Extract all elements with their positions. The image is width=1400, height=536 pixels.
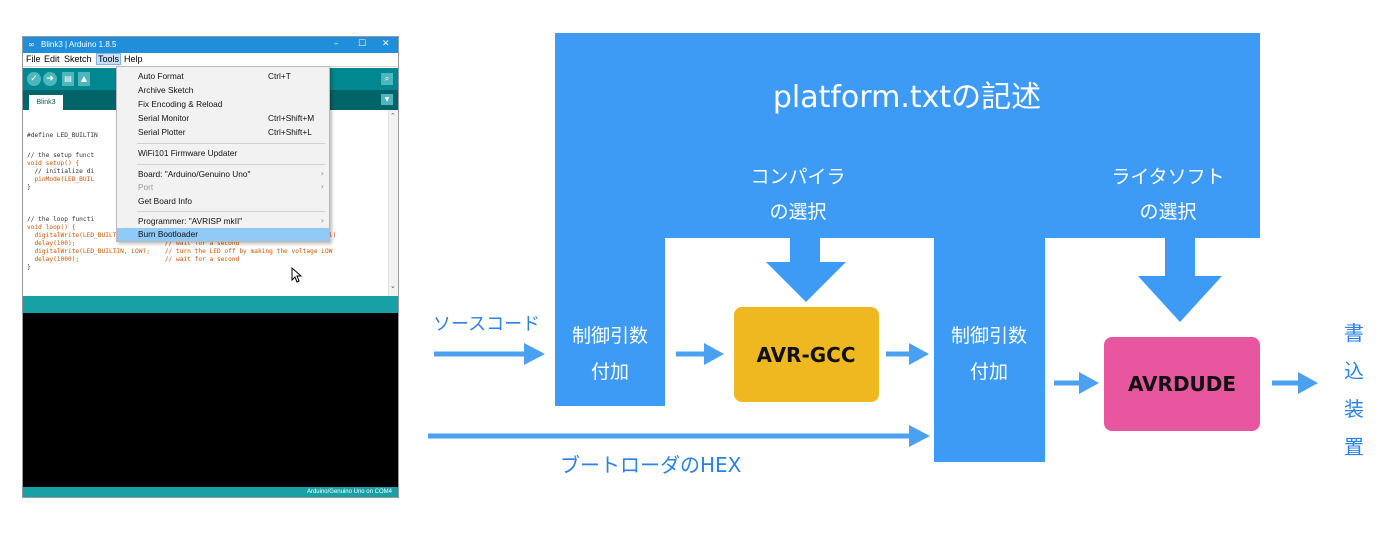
scroll-up-icon[interactable]: ⌃	[390, 112, 396, 120]
menu-bar: File Edit Sketch Tools Help	[23, 53, 398, 67]
code-line: // the loop functi	[27, 216, 95, 223]
scroll-down-icon[interactable]: ⌄	[390, 282, 396, 290]
menu-edit[interactable]: Edit	[44, 54, 60, 64]
menu-tools[interactable]: Tools	[96, 53, 122, 65]
open-icon[interactable]: ▲	[78, 72, 90, 86]
compiler-down-arrow	[766, 238, 846, 302]
output-char-4: 置	[1344, 435, 1364, 459]
avr-gcc-node	[734, 307, 879, 402]
platform-txt-block	[555, 33, 1260, 462]
bootloader-hex-label: ブートローダのHEX	[560, 453, 742, 477]
bootloader-arrow-head	[909, 425, 930, 447]
arduino-ide-window: ∞ Blink3 | Arduino 1.8.5 – ☐ ✕ File Edit…	[22, 36, 399, 498]
menu-item-serial-monitor[interactable]: Serial Monitor Ctrl+Shift+M	[138, 113, 315, 123]
console-output	[23, 313, 398, 487]
args1-line1: 制御引数	[572, 325, 648, 347]
menu-separator	[137, 164, 325, 165]
code-line: #define LED_BUILTIN	[27, 132, 98, 139]
avrdude-node	[1104, 337, 1260, 431]
menu-sketch[interactable]: Sketch	[64, 54, 92, 64]
menu-item-port[interactable]: Port ›	[138, 182, 324, 192]
minimize-button[interactable]: –	[334, 39, 339, 49]
menu-item-fix-encoding[interactable]: Fix Encoding & Reload	[138, 99, 223, 109]
menu-item-programmer[interactable]: Programmer: "AVRISP mkII" ›	[138, 216, 324, 226]
close-button[interactable]: ✕	[382, 39, 390, 49]
writer-down-arrow	[1138, 238, 1222, 322]
source-arrow-head	[524, 343, 545, 365]
submenu-arrow-icon: ›	[320, 182, 324, 191]
args1-to-gcc-head	[704, 343, 724, 365]
arduino-logo-icon: ∞	[28, 40, 35, 49]
mouse-pointer-icon	[291, 267, 303, 283]
editor-scrollbar[interactable]: ⌃ ⌄	[388, 110, 398, 296]
menu-separator	[137, 143, 325, 144]
menu-item-wifi101-updater[interactable]: WiFi101 Firmware Updater	[138, 148, 238, 158]
code-line: }	[27, 184, 31, 191]
code-line: // initialize di	[27, 168, 95, 175]
code-editor[interactable]: #define LED_BUILTIN // the setup funct v…	[23, 110, 398, 296]
args2-line2: 付加	[970, 361, 1008, 383]
maximize-button[interactable]: ☐	[358, 39, 367, 49]
avrdude-to-writer-head	[1298, 372, 1318, 394]
tab-menu-icon[interactable]: ▼	[381, 94, 393, 105]
menu-item-auto-format[interactable]: Auto Format Ctrl+T	[138, 71, 291, 81]
tab-blink3[interactable]: Blink3	[29, 95, 63, 110]
new-icon[interactable]: ▤	[62, 72, 74, 86]
code-line: // the setup funct	[27, 152, 95, 159]
title-bar[interactable]: ∞ Blink3 | Arduino 1.8.5 – ☐ ✕	[23, 37, 398, 53]
menu-help[interactable]: Help	[124, 54, 143, 64]
upload-icon[interactable]: ➜	[43, 72, 57, 86]
menu-item-serial-plotter[interactable]: Serial Plotter Ctrl+Shift+L	[138, 127, 312, 137]
menu-separator	[137, 211, 325, 212]
writer-select-line1: ライタソフト	[1111, 166, 1224, 188]
compiler-select-line1: コンパイラ	[750, 166, 845, 188]
status-bar: Arduino/Genuino Uno on COM4	[23, 487, 398, 497]
menu-item-board[interactable]: Board: "Arduino/Genuino Uno" ›	[138, 169, 324, 179]
code-line: }	[27, 264, 31, 271]
tools-dropdown-menu: Auto Format Ctrl+T Archive Sketch Fix En…	[116, 66, 330, 242]
args1-line2: 付加	[591, 361, 629, 383]
output-char-2: 込	[1344, 359, 1364, 383]
gcc-to-args2-head	[909, 343, 929, 365]
code-line: delay(100); // wait for a second	[27, 240, 240, 247]
code-line: void loop() {	[27, 224, 76, 231]
platform-txt-title: platform.txtの記述	[773, 80, 1041, 115]
board-status-text: Arduino/Genuino Uno on COM4	[306, 489, 392, 495]
code-line: delay(1000); // wait for a second	[27, 256, 240, 263]
verify-icon[interactable]: ✓	[27, 72, 41, 86]
args2-to-avrdude-head	[1079, 372, 1099, 394]
avrdude-label: AVRDUDE	[1128, 372, 1236, 396]
source-code-label: ソースコード	[433, 314, 540, 335]
menu-file[interactable]: File	[26, 54, 41, 64]
code-line: void setup() {	[27, 160, 80, 167]
avr-gcc-label: AVR-GCC	[756, 343, 855, 367]
submenu-arrow-icon: ›	[320, 216, 324, 225]
menu-item-burn-bootloader[interactable]: Burn Bootloader	[117, 228, 329, 241]
menu-item-get-board-info[interactable]: Get Board Info	[138, 196, 192, 206]
editor-console-divider[interactable]	[23, 296, 398, 313]
args2-line1: 制御引数	[951, 325, 1027, 347]
writer-select-line2: の選択	[1139, 201, 1196, 223]
compiler-select-line2: の選択	[769, 201, 826, 223]
submenu-arrow-icon: ›	[320, 169, 324, 178]
menu-item-archive-sketch[interactable]: Archive Sketch	[138, 85, 194, 95]
output-char-1: 書	[1344, 321, 1364, 345]
output-char-3: 装	[1344, 397, 1364, 421]
code-line: digitalWrite(LED_BUILTIN, LOW); // turn …	[27, 248, 333, 255]
serial-monitor-icon[interactable]: ⌕	[381, 73, 393, 85]
window-title: Blink3 | Arduino 1.8.5	[41, 40, 117, 49]
code-line: pinMode(LED_BUIL	[27, 176, 95, 183]
